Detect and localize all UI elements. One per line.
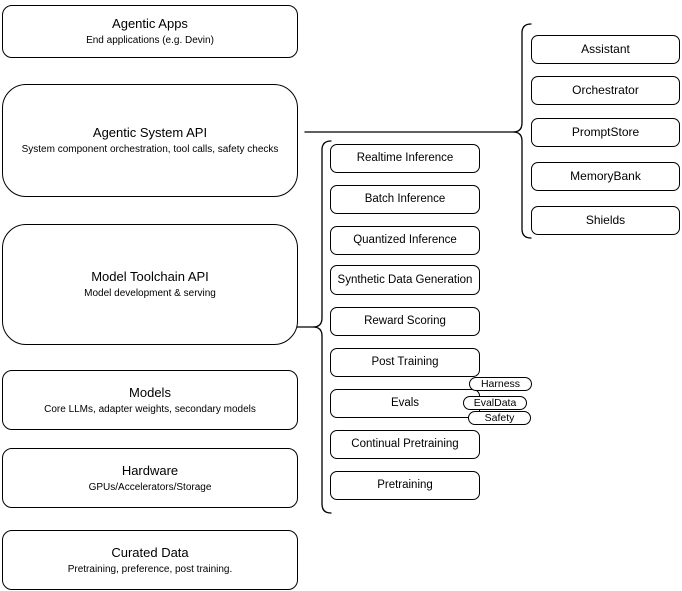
toolchain-item-reward-scoring: Reward Scoring bbox=[330, 307, 480, 336]
toolchain-item-continual-pretraining: Continual Pretraining bbox=[330, 430, 480, 459]
node-model-toolchain-api: Model Toolchain API Model development & … bbox=[2, 224, 298, 345]
node-subtitle: System component orchestration, tool cal… bbox=[21, 144, 279, 155]
toolchain-item-evals: Evals bbox=[330, 389, 480, 418]
node-title: Hardware bbox=[121, 462, 179, 478]
system-components-brace bbox=[512, 23, 532, 239]
system-component-memorybank: MemoryBank bbox=[531, 162, 680, 191]
node-subtitle: GPUs/Accelerators/Storage bbox=[88, 481, 212, 493]
toolchain-item-quantized-inference: Quantized Inference bbox=[330, 226, 480, 255]
evals-tag-harness: Harness bbox=[469, 377, 532, 391]
node-title: Agentic Apps bbox=[112, 16, 188, 31]
toolchain-item-synthetic-data-generation: Synthetic Data Generation bbox=[330, 265, 480, 295]
evals-tag-safety: Safety bbox=[468, 411, 531, 425]
node-agentic-system-api: Agentic System API System component orch… bbox=[2, 84, 298, 197]
node-subtitle: End applications (e.g. Devin) bbox=[86, 35, 214, 46]
node-hardware: Hardware GPUs/Accelerators/Storage bbox=[2, 448, 298, 508]
system-component-shields: Shields bbox=[531, 206, 680, 235]
node-subtitle: Model development & serving bbox=[84, 288, 216, 299]
node-subtitle: Pretraining, preference, post training. bbox=[67, 563, 233, 575]
node-title: Agentic System API bbox=[92, 125, 208, 140]
node-title: Models bbox=[129, 384, 171, 400]
toolchain-item-realtime-inference: Realtime Inference bbox=[330, 144, 480, 173]
toolchain-brace bbox=[312, 140, 332, 514]
node-subtitle: Core LLMs, adapter weights, secondary mo… bbox=[44, 403, 256, 415]
system-component-assistant: Assistant bbox=[531, 35, 680, 64]
node-agentic-apps: Agentic Apps End applications (e.g. Devi… bbox=[2, 5, 298, 58]
node-title: Model Toolchain API bbox=[91, 269, 209, 284]
toolchain-item-post-training: Post Training bbox=[330, 348, 480, 377]
evals-tag-evaldata: EvalData bbox=[463, 396, 527, 410]
toolchain-item-batch-inference: Batch Inference bbox=[330, 185, 480, 214]
system-component-orchestrator: Orchestrator bbox=[531, 76, 680, 105]
toolchain-item-pretraining: Pretraining bbox=[330, 471, 480, 500]
system-component-promptstore: PromptStore bbox=[531, 118, 680, 147]
node-title: Curated Data bbox=[111, 544, 189, 560]
node-models: Models Core LLMs, adapter weights, secon… bbox=[2, 370, 298, 430]
node-curated-data: Curated Data Pretraining, preference, po… bbox=[2, 530, 298, 590]
